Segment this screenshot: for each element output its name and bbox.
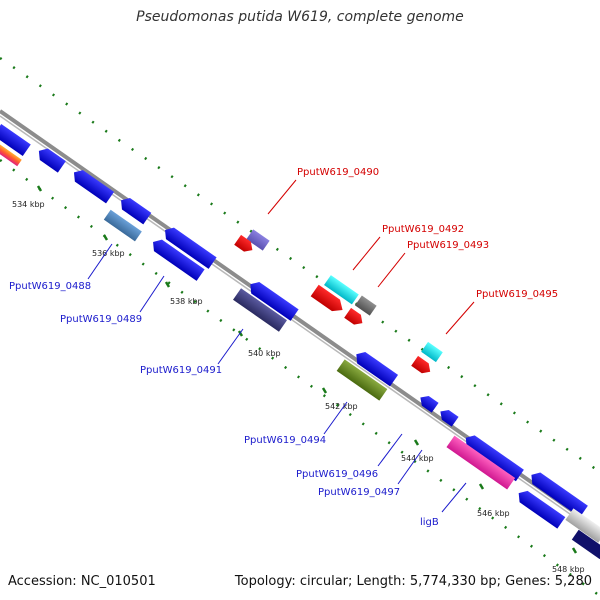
gene-0491[interactable]: [233, 288, 287, 332]
tick-label-538: 538 kbp: [170, 297, 203, 306]
inner-tick-ring: [0, 158, 600, 598]
label-0488[interactable]: PputW619_0488: [9, 281, 91, 292]
tick-label-540: 540 kbp: [248, 349, 281, 358]
gene-0496[interactable]: [417, 393, 439, 413]
label-0489[interactable]: PputW619_0489: [60, 314, 142, 325]
gene-0488[interactable]: [103, 209, 142, 242]
label-0494[interactable]: PputW619_0494: [244, 435, 326, 446]
tick-label-544: 544 kbp: [401, 454, 434, 463]
tick-label-536: 536 kbp: [92, 249, 125, 258]
gene-reverse-blue-6[interactable]: [352, 349, 399, 387]
genome-summary-text: Topology: circular; Length: 5,774,330 bp…: [234, 574, 592, 589]
gene-reverse-blue-1[interactable]: [35, 145, 66, 173]
kbp-tick-marks: [36, 185, 578, 554]
gene-0497[interactable]: [437, 407, 459, 427]
gene-0490[interactable]: [246, 229, 270, 251]
gene-forward-red-1[interactable]: [234, 234, 256, 255]
tick-label-546: 546 kbp: [477, 509, 510, 518]
reverse-leader-lines: [87, 243, 467, 513]
gene-0492[interactable]: [324, 275, 359, 305]
label-0496[interactable]: PputW619_0496: [296, 469, 378, 480]
accession-text: Accession: NC_010501: [8, 574, 156, 589]
outer-tick-ring: [0, 56, 600, 474]
gene-reverse-navy[interactable]: [571, 529, 600, 560]
gene-0494[interactable]: [336, 359, 388, 401]
gene-reverse-left-edge[interactable]: [0, 123, 31, 157]
gene-reverse-blue-2[interactable]: [70, 167, 115, 204]
forward-leader-lines: [267, 179, 475, 335]
label-0491[interactable]: PputW619_0491: [140, 365, 222, 376]
gene-reverse-orange[interactable]: [0, 143, 22, 167]
gene-reverse-blue-8[interactable]: [527, 469, 588, 518]
label-0497[interactable]: PputW619_0497: [318, 487, 400, 498]
gene-forward-red-3[interactable]: [344, 307, 366, 328]
tick-label-548: 548 kbp: [552, 565, 585, 574]
gene-0493[interactable]: [355, 295, 377, 316]
label-0493[interactable]: PputW619_0493: [407, 240, 489, 251]
gene-0489[interactable]: [149, 236, 205, 281]
gene-reverse-blue-4[interactable]: [161, 224, 217, 269]
gene-reverse-blue-3[interactable]: [117, 195, 152, 225]
label-ligB[interactable]: ligB: [420, 517, 439, 528]
tick-label-534: 534 kbp: [12, 200, 45, 209]
label-0492[interactable]: PputW619_0492: [382, 224, 464, 235]
gene-forward-red-4[interactable]: [411, 355, 433, 377]
gene-reverse-blue-5[interactable]: [246, 279, 299, 321]
label-0490[interactable]: PputW619_0490: [297, 167, 379, 178]
gene-0495[interactable]: [421, 341, 443, 363]
tick-label-542: 542 kbp: [325, 402, 358, 411]
label-0495[interactable]: PputW619_0495: [476, 289, 558, 300]
gene-ligB[interactable]: [446, 435, 516, 490]
gene-reverse-silver[interactable]: [565, 508, 600, 543]
gene-reverse-blue-7[interactable]: [462, 432, 524, 482]
gene-reverse-blue-9[interactable]: [515, 487, 566, 529]
genome-title: Pseudomonas putida W619, complete genome: [136, 9, 464, 25]
gene-forward-red-2[interactable]: [310, 284, 347, 316]
